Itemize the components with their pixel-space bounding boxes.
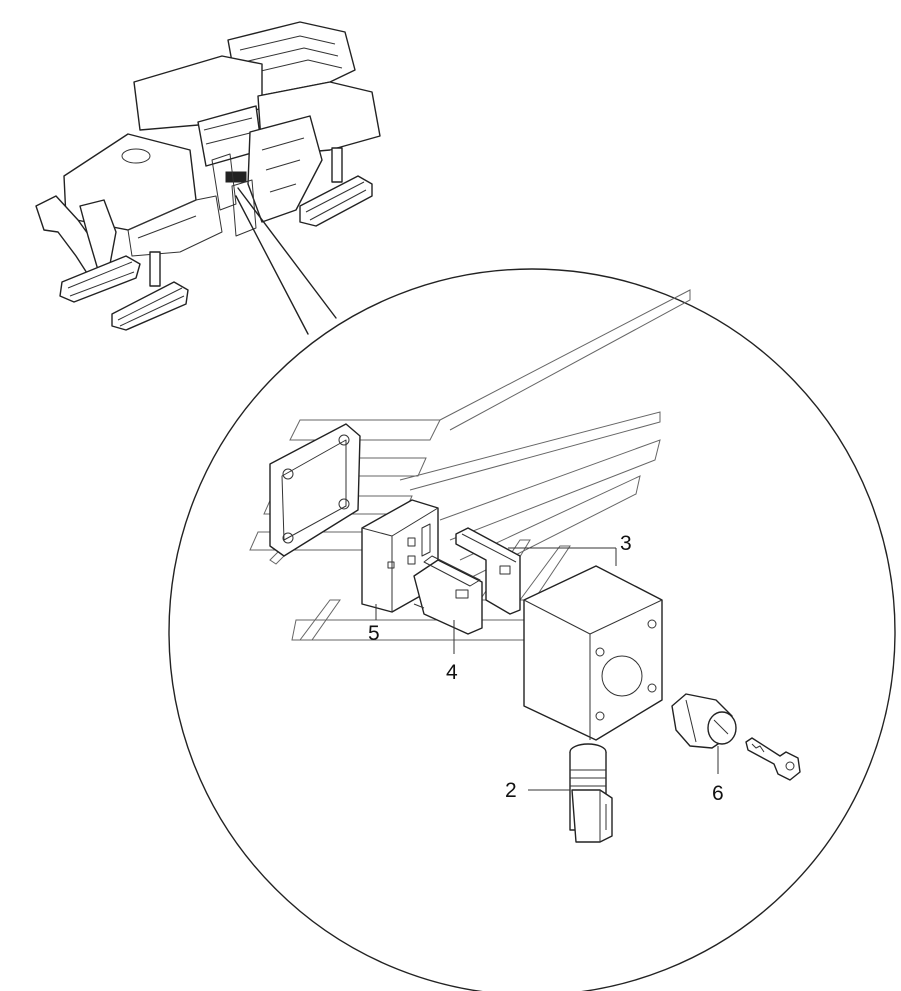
cover-plate [269, 423, 361, 557]
detail-circle [168, 268, 896, 991]
switch-bracket [413, 555, 483, 635]
watermark-logo [249, 289, 691, 641]
key [745, 737, 801, 781]
machine-overview [35, 21, 381, 331]
callout-4: 4 [446, 661, 458, 684]
callout-2: 2 [505, 779, 517, 802]
switch-insert [455, 527, 521, 615]
callout-6: 6 [712, 782, 724, 805]
callout-5: 5 [368, 622, 380, 645]
detail-leader [235, 187, 337, 335]
main-box [523, 565, 663, 741]
cable-gland [569, 743, 613, 843]
callout-leaders [375, 547, 719, 791]
callout-3: 3 [620, 532, 632, 555]
lock-cylinder [671, 693, 737, 749]
